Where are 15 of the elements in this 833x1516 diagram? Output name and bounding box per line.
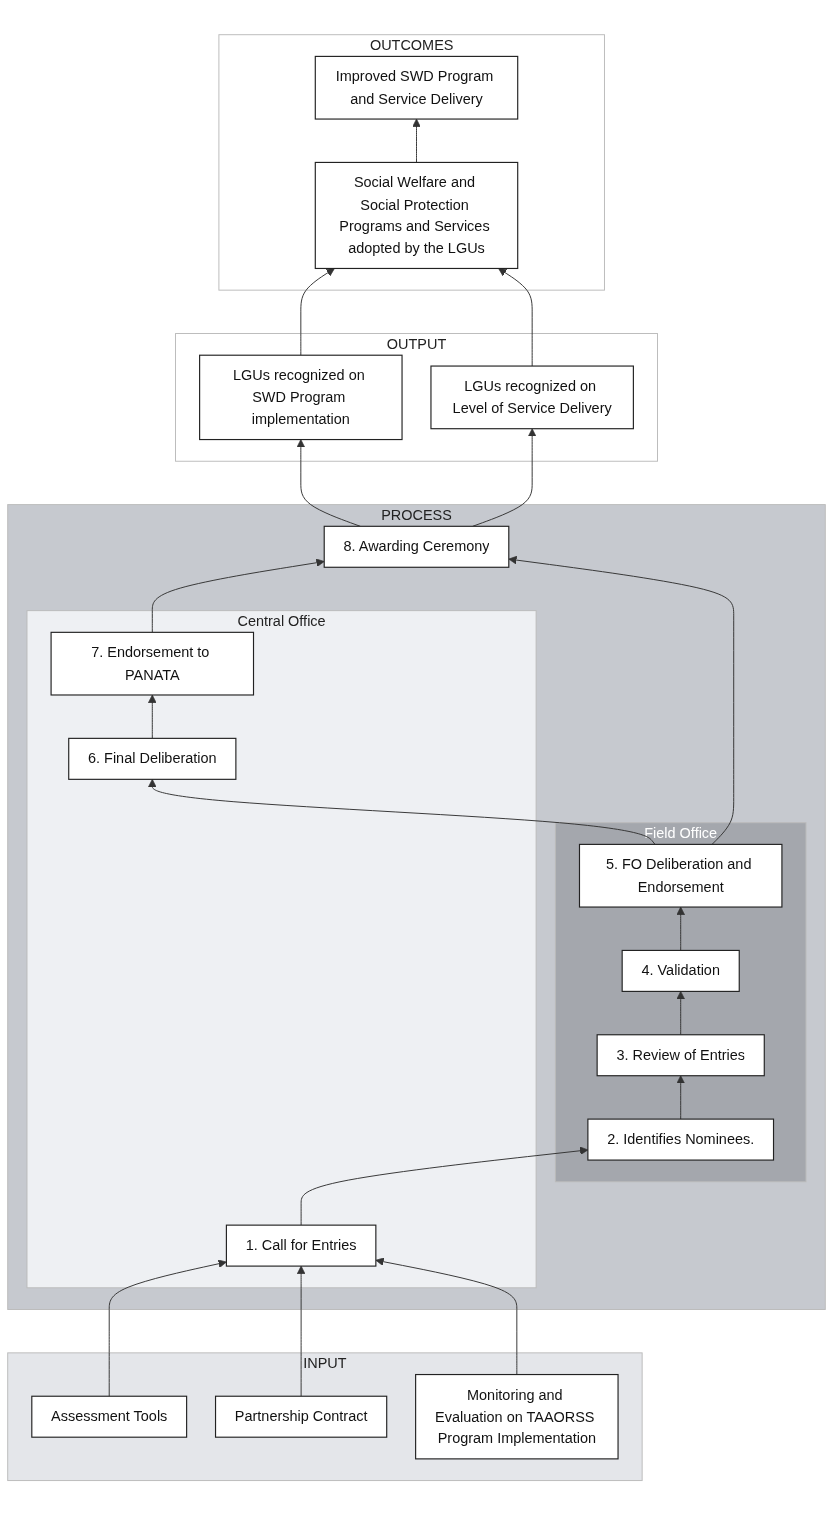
node-box: LGUs recognized on SWD Program implementation bbox=[199, 355, 403, 441]
node-box: Assessment Tools bbox=[31, 1396, 188, 1439]
node-box: 7. Endorsement to PANATA bbox=[50, 632, 255, 696]
node-box: Improved SWD Program and Service Delivery bbox=[314, 56, 519, 120]
node-box: 6. Final Deliberation bbox=[68, 738, 237, 781]
node-box: 2. Identifies Nominees. bbox=[587, 1118, 775, 1161]
node-box: Partnership Contract bbox=[214, 1396, 388, 1439]
node-box: Monitoring and Evaluation on TAAORSS Program Implementation bbox=[415, 1374, 619, 1460]
node-box: 8. Awarding Ceremony bbox=[323, 526, 510, 569]
node-box: 4. Validation bbox=[621, 950, 740, 993]
node-box: 1. Call for Entries bbox=[225, 1224, 377, 1268]
node-box: Social Welfare and Social Protection Programs and Services adopted by the LGUs bbox=[314, 162, 519, 270]
node-box: LGUs recognized on Level of Service Delivery bbox=[430, 365, 634, 430]
node-box: 5. FO Deliberation and Endorsement bbox=[578, 844, 783, 908]
node-box: 3. Review of Entries bbox=[596, 1034, 765, 1077]
